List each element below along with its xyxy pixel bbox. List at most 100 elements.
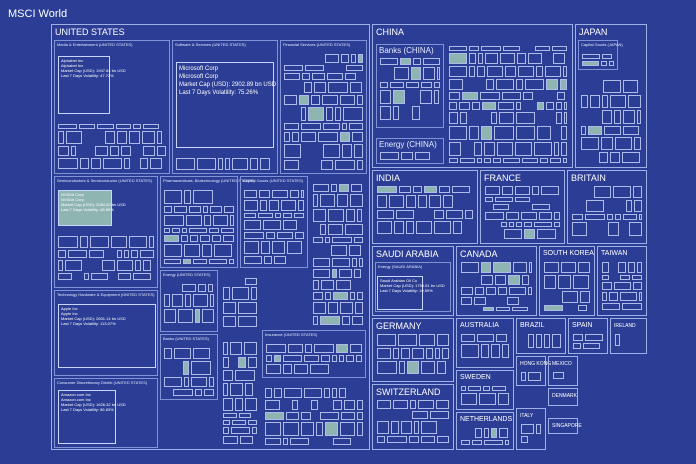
stock-tile[interactable] (563, 66, 567, 77)
stock-tile[interactable] (534, 222, 552, 227)
stock-tile[interactable] (164, 294, 170, 307)
stock-tile[interactable] (339, 269, 352, 278)
region-taiwan[interactable]: TAIWAN (597, 246, 647, 316)
stock-tile[interactable] (58, 146, 69, 156)
stock-tile[interactable] (583, 343, 600, 349)
stock-tile[interactable] (622, 152, 640, 163)
stock-tile[interactable] (578, 262, 590, 273)
stock-tile[interactable] (493, 262, 511, 273)
stock-tile[interactable] (164, 244, 182, 257)
stock-tile[interactable] (623, 126, 639, 135)
stock-tile[interactable] (394, 67, 409, 80)
stock-tile[interactable] (80, 236, 88, 248)
stock-tile[interactable] (615, 137, 632, 150)
stock-tile[interactable] (637, 110, 641, 124)
stock-tile[interactable] (340, 95, 355, 105)
stock-tile[interactable] (413, 186, 422, 193)
stock-tile[interactable] (198, 284, 206, 292)
stock-tile[interactable] (325, 422, 338, 436)
stock-tile[interactable] (244, 190, 257, 198)
stock-tile[interactable] (129, 131, 140, 144)
stock-tile[interactable] (588, 126, 602, 135)
stock-tile[interactable] (603, 80, 621, 93)
stock-tile[interactable] (354, 237, 363, 243)
stock-tile[interactable] (284, 160, 299, 170)
stock-tile[interactable] (284, 132, 290, 142)
stock-tile[interactable] (481, 275, 493, 285)
region-switzerland[interactable]: SWITZERLAND (372, 384, 454, 450)
stock-tile[interactable] (481, 46, 501, 51)
stock-tile[interactable] (532, 204, 550, 210)
stock-tile[interactable] (117, 260, 133, 271)
stock-tile[interactable] (244, 213, 256, 218)
stock-tile[interactable] (356, 355, 362, 362)
stock-tile[interactable] (245, 398, 257, 411)
stock-tile[interactable] (503, 46, 520, 51)
stock-tile[interactable] (143, 260, 151, 271)
stock-tile[interactable] (421, 361, 435, 374)
stock-tile[interactable] (437, 361, 446, 374)
stock-tile[interactable] (553, 53, 565, 64)
stock-tile[interactable] (354, 144, 363, 158)
stock-tile[interactable] (313, 209, 326, 222)
stock-tile[interactable] (328, 82, 348, 93)
stock-tile[interactable] (553, 372, 564, 379)
stock-tile[interactable] (313, 302, 326, 314)
stock-tile[interactable] (572, 214, 583, 220)
stock-tile[interactable] (573, 275, 589, 289)
stock-tile[interactable] (230, 383, 243, 396)
stock-tile[interactable] (333, 292, 348, 300)
stock-tile[interactable] (349, 123, 363, 130)
stock-tile[interactable] (622, 303, 642, 310)
region-saudi-arabia[interactable]: SAUDI ARABIA (372, 246, 454, 316)
stock-tile[interactable] (484, 158, 491, 163)
stock-tile[interactable] (506, 212, 519, 220)
region-china[interactable]: CHINA (372, 24, 573, 168)
stock-tile[interactable] (602, 303, 620, 310)
stock-tile[interactable] (97, 124, 114, 129)
stock-tile[interactable] (357, 292, 363, 300)
stock-tile[interactable] (478, 53, 483, 64)
stock-tile[interactable] (486, 287, 496, 295)
stock-tile[interactable] (377, 361, 397, 374)
stock-tile[interactable] (505, 66, 516, 77)
stock-tile[interactable] (283, 355, 302, 362)
stock-tile[interactable] (58, 273, 72, 280)
stock-tile[interactable] (552, 334, 561, 348)
stock-tile[interactable] (203, 206, 208, 213)
stock-tile[interactable] (346, 209, 355, 222)
stock-tile[interactable] (223, 383, 228, 396)
stock-tile[interactable] (321, 280, 334, 290)
stock-tile[interactable] (281, 200, 296, 211)
stock-tile[interactable] (380, 106, 391, 120)
stock-tile[interactable] (239, 413, 251, 418)
stock-tile[interactable] (301, 123, 321, 130)
stock-tile[interactable] (223, 398, 233, 411)
stock-tile[interactable] (545, 66, 561, 77)
stock-tile[interactable] (546, 79, 558, 90)
stock-tile[interactable] (140, 250, 154, 258)
stock-tile[interactable] (485, 186, 500, 195)
stock-tile[interactable] (502, 344, 509, 358)
stock-tile[interactable] (250, 158, 258, 170)
stock-tile[interactable] (260, 158, 270, 170)
stock-tile[interactable] (182, 228, 187, 233)
region-singapore[interactable]: SINGAPORE (548, 418, 582, 434)
stock-tile[interactable] (164, 206, 172, 213)
stock-tile[interactable] (517, 53, 526, 64)
stock-tile[interactable] (110, 146, 119, 156)
stock-tile[interactable] (504, 229, 522, 239)
stock-tile[interactable] (331, 245, 347, 256)
stock-tile[interactable] (556, 102, 562, 110)
stock-tile[interactable] (294, 364, 308, 374)
stock-tile[interactable] (231, 427, 250, 434)
stock-tile[interactable] (337, 194, 348, 207)
stock-tile[interactable] (380, 90, 391, 104)
stock-tile[interactable] (380, 152, 399, 160)
stock-tile[interactable] (633, 186, 642, 198)
stock-tile[interactable] (486, 79, 494, 90)
stock-tile[interactable] (515, 197, 530, 202)
region-britain[interactable]: BRITAIN (567, 170, 647, 244)
stock-tile[interactable] (498, 102, 514, 110)
